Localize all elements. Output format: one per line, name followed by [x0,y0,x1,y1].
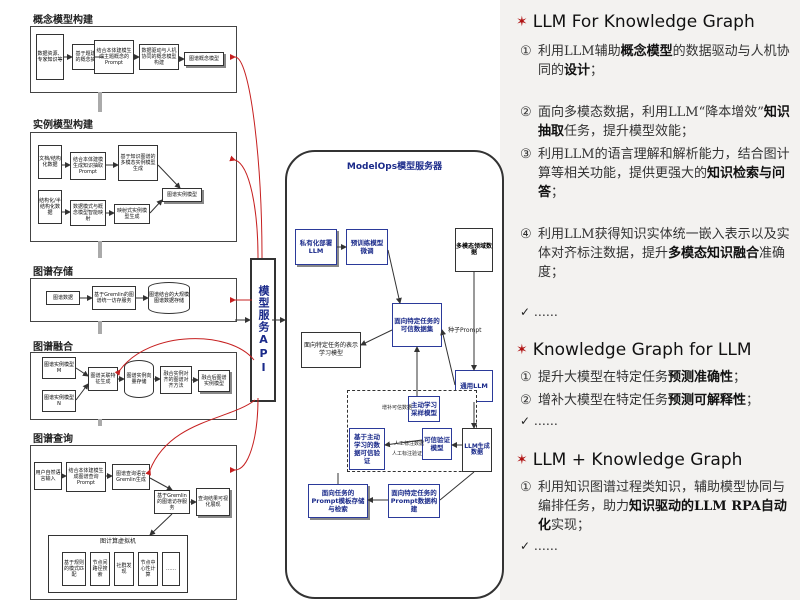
s3-graph-data: 图谱数据 [46,291,80,305]
s2-doc-2: 结构化/半结构化数据 [38,190,62,224]
s4-feature-gen: 图谱关联特征生成 [88,367,118,391]
s1-concept-model-build: 数据驱动与人机协同的概念模型构建 [139,44,179,70]
item-text: 增补大模型在特定任务预测可解释性； [538,393,760,408]
node-llm-generated: LLM生成数据 [462,428,492,472]
list-item: ② 面向多模态数据，利用LLM“降本增效”知识抽取任务，提升模型效能； [520,103,796,141]
section-title-query: 图谱查询 [33,434,73,445]
node-prompt-build: 面向特定任务的Prompt数据构建 [388,484,440,518]
item-text: 利用LLM获得知识实体统一嵌入表示以及实体对齐标注数据，提升多模态知识融合准确度… [538,227,790,280]
label-human-verify: 人工标注验证 [392,451,423,457]
label-add-trusted: 增补可信数据 [382,405,413,411]
node-active-verify: 基于主动学习的数据可信验证 [349,428,385,470]
s5-vm-centrality: 节点中心性计算 [138,552,158,586]
heading-text: LLM For Knowledge Graph [532,12,755,32]
item-number: ② [520,393,532,408]
star-icon: ✶ [516,452,528,468]
s3-gremlin-access: 基于Gremlin的图谱统一访存服务 [92,286,136,310]
list-item: ④ 利用LLM获得知识实体统一嵌入表示以及实体对齐标注数据，提升多模态知识融合准确… [520,225,796,282]
heading-llm-plus-kg: ✶ LLM + Knowledge Graph [516,450,742,470]
architecture-diagram: 概念模型构建 数据资源、专家知识等 基于题建模的概念抽取 结合本体建模生成主题概… [30,15,504,600]
node-active-sampling: 主动学习采样模型 [408,396,440,422]
item-number: ① [520,370,532,385]
item-text: 利用知识图谱过程类知识，辅助模型协同与编排任务，助力知识驱动的LLM RPA自动… [538,480,787,533]
section-title-instance: 实例模型构建 [33,120,93,131]
item-number: ③ [520,147,532,162]
s5-vm-more: …… [162,552,180,586]
node-prompt-template: 面向任务的Prompt模板存储与检索 [308,484,368,518]
item-number: ② [520,105,532,120]
label-human-annot: 人工标注数据 [394,441,425,447]
s1-data-doc: 数据资源、专家知识等 [36,34,64,80]
model-service-api: 模型服务API [250,258,276,402]
checkmark-icon: ✓ …… [520,305,558,319]
s1-concept-model: 图谱概念模型 [184,52,224,66]
s5-gremlin-access: 基于Gremlin的图谱访存服务 [154,490,190,514]
slide-background [500,0,800,600]
s2-instance-model: 图谱实例模型 [162,188,202,202]
heading-llm-for-kg: ✶ LLM For Knowledge Graph [516,12,755,32]
heading-text: LLM + Knowledge Graph [532,450,743,470]
item-text: 利用LLM的语言理解和解析能力，结合图计算等相关功能，提供更强大的知识检索与问答… [538,147,790,200]
s3-storage-cylinder: 图谱结合的大规模图谱数据存储 [148,282,190,314]
s5-vm-community: 社群发现 [114,552,134,586]
item-text: 利用LLM辅助概念模型的数据驱动与人机协同的设计； [538,44,790,78]
item-number: ① [520,44,532,59]
item-number: ④ [520,227,532,242]
text-panel: ✶ LLM For Knowledge Graph ① 利用LLM辅助概念模型的数… [510,0,800,600]
star-icon: ✶ [516,14,528,30]
checkmark-icon: ✓ …… [520,414,558,428]
section-title-fusion: 图谱融合 [33,342,73,353]
item-text: 面向多模态数据，利用LLM“降本增效”知识抽取任务，提升模型效能； [538,105,790,139]
list-item: ① 利用LLM辅助概念模型的数据驱动与人机协同的设计； [520,42,796,80]
diagram-connectors [61,53,477,536]
node-representation-model: 面向特定任务的表示学习模型 [301,332,361,368]
s5-vm-rule: 基于规则的模式匹配 [62,552,86,586]
s5-vm-path: 节点间路径搜索 [90,552,110,586]
section-title-concept: 概念模型构建 [33,15,93,26]
node-trust-model: 可信验证模型 [422,428,452,460]
heading-kg-for-llm: ✶ Knowledge Graph for LLM [516,340,752,360]
star-icon: ✶ [516,342,528,358]
checkmark-icon: ✓ …… [520,539,558,553]
node-multimodal-data: 多模态领域数据 [455,228,493,272]
s4-model-n: 图谱实例模型N [42,390,76,412]
item-number: ① [520,480,532,495]
s5-result-vis: 查询结果可视化展现 [196,488,230,516]
s2-extract-prompt: 结合本体建模生成知识抽取Prompt [70,152,106,180]
list-item: ③ 利用LLM的语言理解和解析能力，结合图计算等相关功能，提供更强大的知识检索与问… [520,145,796,202]
label-seed-prompt: 种子Prompt [448,327,482,334]
s2-doc-1: 文档/结构化数据 [38,145,62,179]
node-private-llm: 私有化部署LLM [295,229,337,265]
s4-fused-model: 融合后图谱实例模型 [198,370,230,392]
server-title: ModelOps模型服务器 [346,162,443,172]
heading-text: Knowledge Graph for LLM [532,340,752,360]
list-item: ① 利用知识图谱过程类知识，辅助模型协同与编排任务，助力知识驱动的LLM RPA自… [520,478,796,535]
item-text: 提升大模型在特定任务预测准确性； [538,370,747,385]
section-title-storage: 图谱存储 [33,267,73,278]
node-finetune: 预训练模型微调 [346,229,388,265]
s4-alignment: 融合实例对齐的图谱对齐方法 [160,366,192,394]
list-item: ② 增补大模型在特定任务预测可解释性； [520,391,796,410]
s4-model-m: 图谱实例模型M [42,357,76,379]
list-item: ① 提升大模型在特定任务预测准确性； [520,368,796,387]
